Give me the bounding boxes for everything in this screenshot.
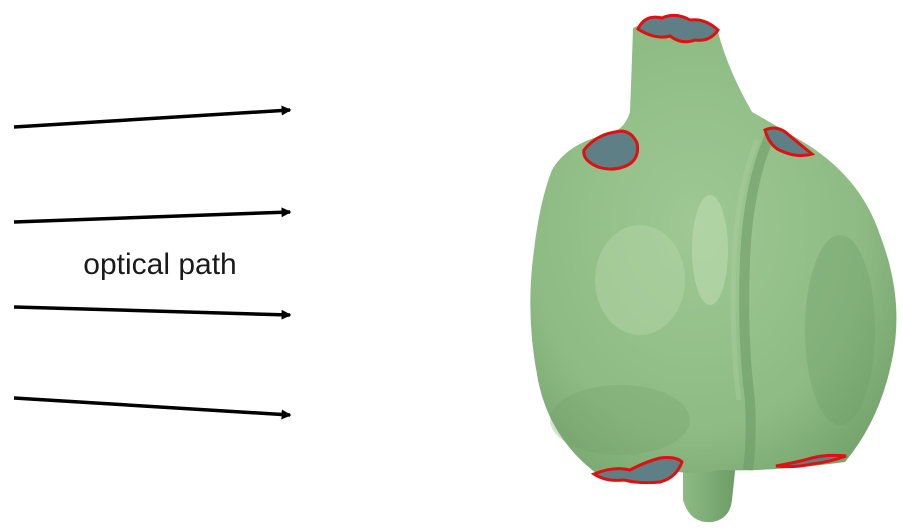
arrow-4	[14, 398, 290, 415]
arrow-2	[14, 212, 290, 222]
arrow-1	[14, 110, 290, 127]
object-shade-right	[805, 235, 875, 425]
object-highlight-center	[692, 195, 728, 305]
object-highlight-left	[595, 225, 685, 335]
arrow-3	[14, 307, 290, 315]
object-shade-bottom	[550, 385, 690, 455]
defect-left	[584, 131, 638, 169]
green-3d-object	[530, 15, 896, 522]
optical-path-label: optical path	[60, 248, 260, 282]
